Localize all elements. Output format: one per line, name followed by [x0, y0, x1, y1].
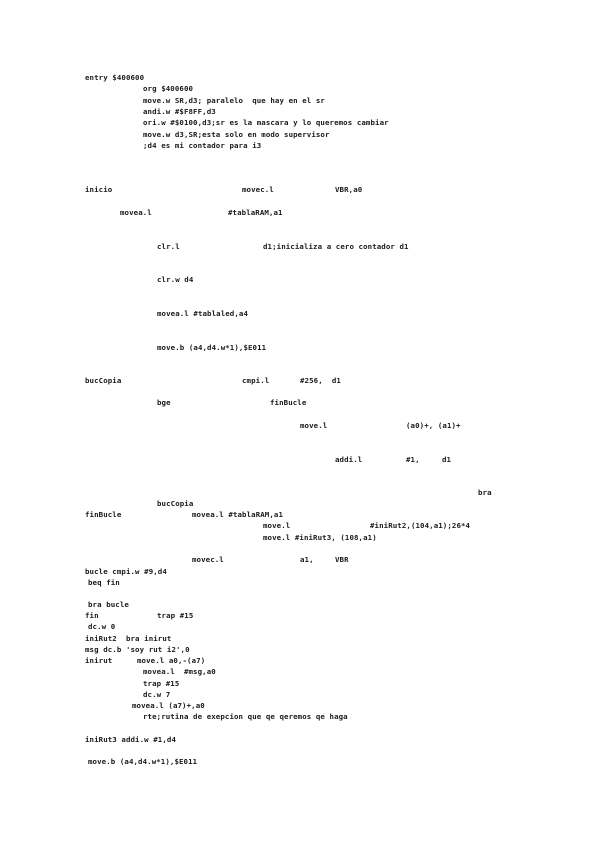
code-line: VBR,a0 [335, 185, 363, 194]
code-label: fin [85, 611, 99, 620]
code-line: d1;inicializa a cero contador d1 [263, 242, 409, 251]
code-line: iniRut3 addi.w #1,d4 [85, 735, 176, 744]
code-line: bra bucle [88, 600, 129, 609]
code-line: movec.l [192, 555, 224, 564]
code-line: VBR [335, 555, 349, 564]
code-line: beq fin [88, 578, 120, 587]
code-line: dc.w 0 [88, 622, 116, 631]
code-line: move.b (a4,d4.w*1),$E011 [88, 757, 198, 766]
code-line: cmpi.l [242, 376, 270, 385]
code-line: move.w SR,d3; paralelo que hay en el sr [143, 96, 325, 105]
code-line: dc.w 7 [143, 690, 171, 699]
code-line: a1, [300, 555, 314, 564]
code-line: move.l a0,-(a7) [137, 656, 206, 665]
code-line: iniRut2 bra inirut [85, 634, 172, 643]
code-line: rte;rutina de exepcion que qe qeremos qe… [143, 712, 348, 721]
code-line: movec.l [242, 185, 274, 194]
code-line: move.l [300, 421, 328, 430]
code-line: clr.w d4 [157, 275, 194, 284]
code-line: movea.l [120, 208, 152, 217]
code-label: finBucle [85, 510, 122, 519]
code-line: clr.l [157, 242, 180, 251]
code-line: movea.l #tablaRAM,a1 [192, 510, 283, 519]
code-line: ori.w #$0100,d3;sr es la mascara y lo qu… [143, 118, 389, 127]
code-label: inirut [85, 656, 113, 665]
code-line: (a0)+, (a1)+ [406, 421, 461, 430]
code-line: move.w d3,SR;esta solo en modo superviso… [143, 130, 330, 139]
code-line: trap #15 [157, 611, 194, 620]
code-line: addi.l [335, 455, 363, 464]
code-line: finBucle [270, 398, 307, 407]
code-line: ;d4 es mi contador para i3 [143, 141, 262, 150]
code-line: move.b (a4,d4.w*1),$E011 [157, 343, 267, 352]
code-line: andi.w #$F8FF,d3 [143, 107, 216, 116]
code-line: msg dc.b 'soy rut i2',0 [85, 645, 190, 654]
code-label: bucCopia [85, 376, 122, 385]
code-line: bucCopia [157, 499, 194, 508]
code-line: bra [478, 488, 492, 497]
code-line: #tablaRAM,a1 [228, 208, 283, 217]
code-label: inicio [85, 185, 113, 194]
code-line: movea.l #msg,a0 [143, 667, 216, 676]
code-line: movea.l (a7)+,a0 [132, 701, 205, 710]
code-line: #1, [406, 455, 420, 464]
code-line: #256, d1 [300, 376, 341, 385]
code-line: bge [157, 398, 171, 407]
code-line: bucle cmpi.w #9,d4 [85, 567, 167, 576]
code-line: move.l [263, 521, 291, 530]
code-line: trap #15 [143, 679, 180, 688]
code-line: entry $400600 [85, 73, 145, 82]
code-line: d1 [442, 455, 452, 464]
code-line: #iniRut2,(104,a1);26*4 [370, 521, 471, 530]
code-line: org $400600 [143, 84, 194, 93]
code-line: move.l #iniRut3, (108,a1) [263, 533, 377, 542]
code-line: movea.l #tablaled,a4 [157, 309, 248, 318]
